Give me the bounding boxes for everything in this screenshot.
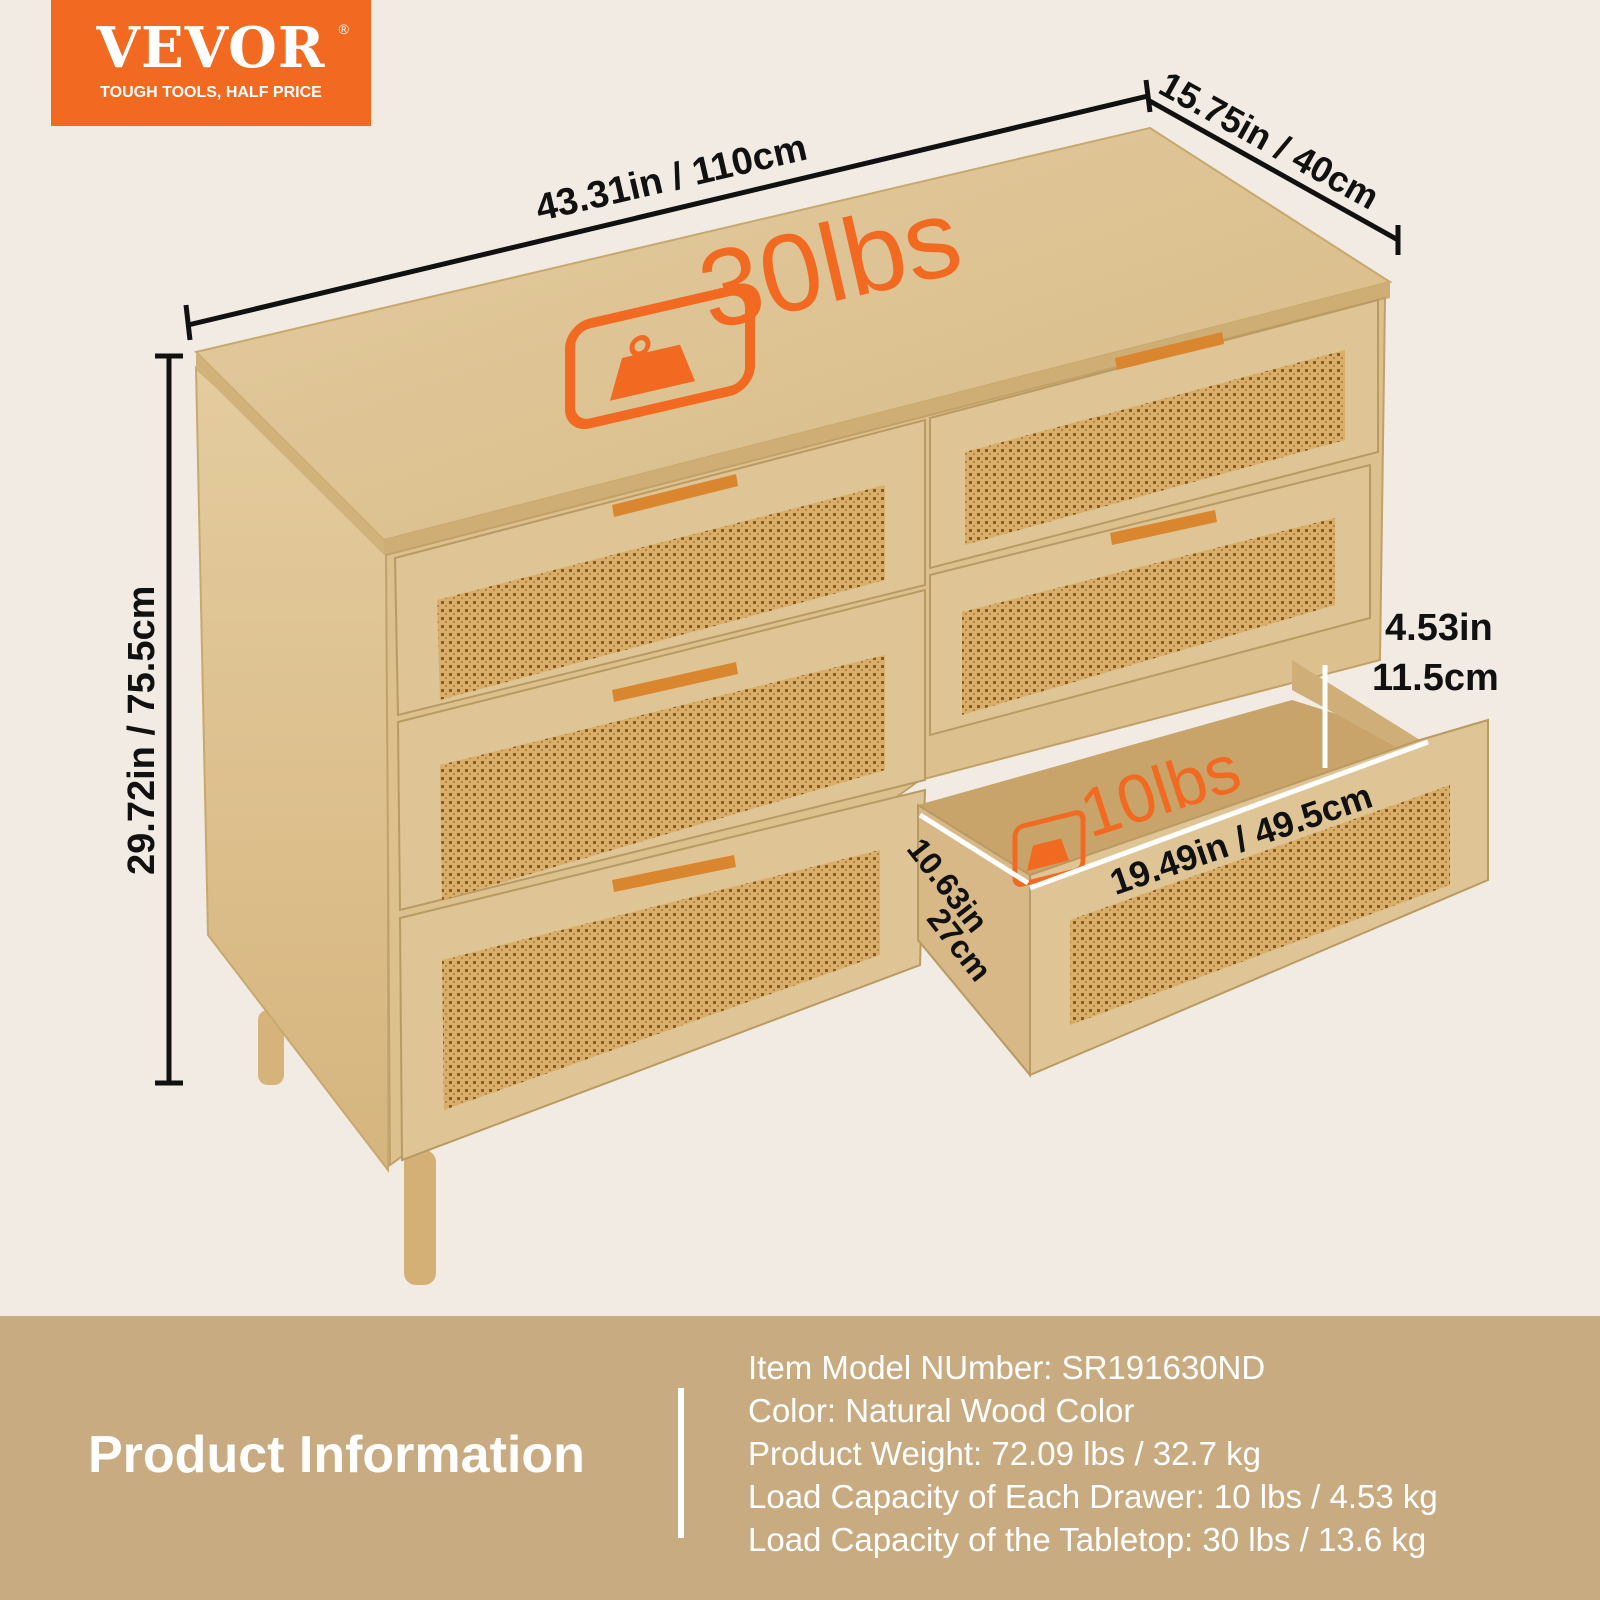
right-drawer-1 <box>929 298 1379 570</box>
product-info-panel: Product Information Item Model NUmber: S… <box>0 1316 1600 1600</box>
left-drawer-2 <box>396 588 926 912</box>
left-drawer-1 <box>393 418 926 717</box>
drawer-weight-icon <box>1012 810 1086 887</box>
product-info-title: Product Information <box>88 1426 585 1484</box>
height-dimension-label: 29.72in / 75.5cm <box>121 585 163 875</box>
brand-name: VEVOR <box>96 15 326 81</box>
tabletop-weight-icon <box>565 285 755 430</box>
vevor-logo: VEVOR ® TOUGH TOOLS, HALF PRICE <box>51 0 371 126</box>
drawer-height-in-label: 4.53in <box>1385 607 1493 649</box>
spec-model-number: Item Model NUmber: SR191630ND <box>748 1349 1266 1386</box>
spec-color: Color: Natural Wood Color <box>748 1392 1135 1429</box>
open-drawer <box>917 660 1489 1078</box>
height-dimension-line <box>155 353 183 1086</box>
drawer-height-cm-label: 11.5cm <box>1372 657 1499 699</box>
divider <box>678 1388 684 1538</box>
spec-list: Item Model NUmber: SR191630ND Color: Nat… <box>748 1346 1438 1561</box>
right-drawer-2 <box>929 463 1371 737</box>
left-drawer-3 <box>398 788 927 1162</box>
brand-tagline: TOUGH TOOLS, HALF PRICE <box>100 84 322 101</box>
spec-drawer-capacity: Load Capacity of Each Drawer: 10 lbs / 4… <box>748 1478 1438 1515</box>
depth-dimension-line <box>1146 97 1401 255</box>
width-dimension-line <box>183 79 1153 341</box>
drawer-arrows <box>918 665 1429 891</box>
spec-weight: Product Weight: 72.09 lbs / 32.7 kg <box>748 1435 1262 1472</box>
registered-mark: ® <box>338 21 349 37</box>
spec-tabletop-capacity: Load Capacity of the Tabletop: 30 lbs / … <box>748 1521 1427 1558</box>
